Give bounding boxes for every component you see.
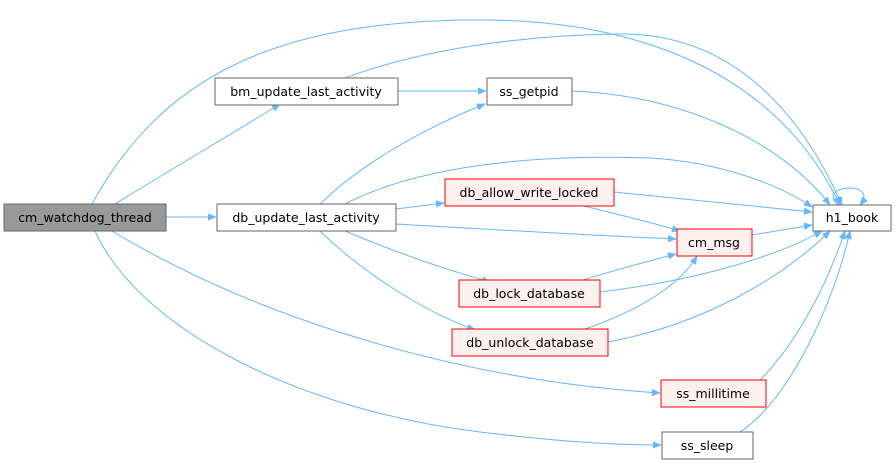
- edge-db-update-to-db-unlock: [319, 230, 476, 331]
- edge-ss-getpid-to-h1-book: [571, 90, 831, 206]
- edge-cm-watchdog-to-ss-sleep: [94, 230, 662, 449]
- node-db-update-last-activity[interactable]: db_update_last_activity: [216, 203, 397, 232]
- node-label: h1_book: [826, 210, 879, 225]
- edge-db-lock-to-h1-book: [599, 230, 823, 293]
- edge-db-unlock-to-cm-msg: [584, 255, 698, 330]
- edge-db-update-to-db-allow: [395, 200, 445, 210]
- node-cm-msg[interactable]: cm_msg: [676, 228, 753, 257]
- edge-ss-millitime-to-h1-book: [759, 230, 846, 381]
- edge-cm-watchdog-to-bm-update: [114, 103, 281, 205]
- node-label: cm_msg: [688, 235, 740, 250]
- edge-db-unlock-to-h1-book: [607, 230, 831, 343]
- node-label: ss_getpid: [499, 84, 558, 99]
- edge-h1-book-self-loop: [832, 187, 868, 206]
- node-label: db_allow_write_locked: [460, 185, 599, 200]
- node-db-unlock-database[interactable]: db_unlock_database: [451, 328, 609, 357]
- edge-db-update-to-h1-book: [344, 156, 813, 208]
- node-ss-sleep[interactable]: ss_sleep: [661, 431, 754, 460]
- node-h1-book[interactable]: h1_book: [812, 204, 892, 232]
- edge-bm-update-to-h1-book: [344, 33, 843, 206]
- edge-cm-watchdog-to-ss-millitime: [111, 230, 661, 397]
- node-label: ss_sleep: [681, 438, 734, 453]
- edge-cm-watchdog-to-h1-book: [91, 19, 841, 206]
- edge-db-update-to-db-lock: [344, 230, 491, 284]
- node-label: db_lock_database: [473, 286, 585, 301]
- node-db-allow-write-locked[interactable]: db_allow_write_locked: [444, 178, 615, 207]
- node-label: db_update_last_activity: [232, 210, 380, 225]
- node-label: bm_update_last_activity: [230, 84, 382, 99]
- edge-db-update-to-cm-msg: [395, 223, 677, 243]
- node-ss-millitime[interactable]: ss_millitime: [660, 379, 767, 408]
- edge-db-allow-to-h1-book: [613, 191, 813, 215]
- edge-db-update-to-ss-getpid: [319, 103, 486, 205]
- edge-cm-msg-to-h1-book: [751, 222, 813, 236]
- edge-db-lock-to-cm-msg: [579, 252, 677, 282]
- edges: [91, 19, 868, 449]
- node-label: cm_watchdog_thread: [18, 210, 152, 225]
- node-ss-getpid[interactable]: ss_getpid: [486, 77, 573, 106]
- node-db-lock-database[interactable]: db_lock_database: [458, 279, 601, 308]
- edge-db-allow-to-cm-msg: [579, 204, 681, 233]
- node-label: db_unlock_database: [466, 335, 594, 350]
- node-cm-watchdog-thread[interactable]: cm_watchdog_thread: [3, 203, 167, 232]
- node-label: ss_millitime: [676, 386, 750, 401]
- node-bm-update-last-activity[interactable]: bm_update_last_activity: [214, 77, 399, 106]
- edge-ss-sleep-to-h1-book: [739, 230, 852, 433]
